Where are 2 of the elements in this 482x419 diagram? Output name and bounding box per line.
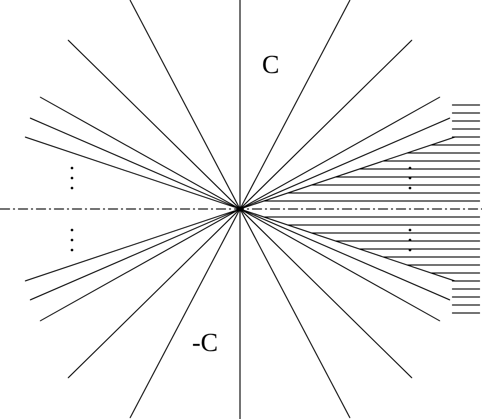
axis-label: C	[262, 52, 280, 78]
axis-label: -C	[192, 330, 218, 356]
